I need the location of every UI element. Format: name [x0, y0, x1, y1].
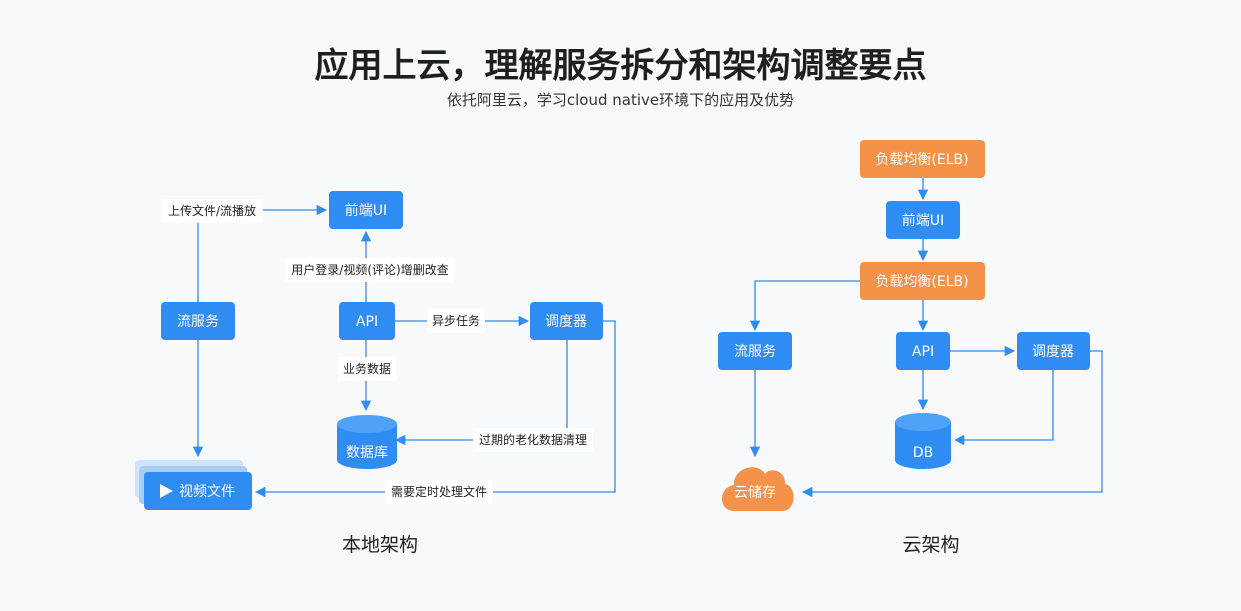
cloud-api-box: API: [896, 332, 950, 370]
svg-text:调度器: 调度器: [545, 314, 587, 330]
svg-text:负载均衡(ELB): 负载均衡(ELB): [875, 152, 968, 168]
local-frontend-box: 前端UI: [329, 191, 403, 229]
cloud-storage-icon: 云储存: [722, 467, 794, 511]
svg-text:API: API: [912, 344, 934, 360]
svg-text:需要定时处理文件: 需要定时处理文件: [391, 484, 487, 499]
local-api-box: API: [339, 302, 395, 340]
cloud-db-cylinder: DB: [895, 413, 951, 469]
local-database-cylinder: 数据库: [337, 415, 397, 469]
local-label-business: 业务数据: [337, 357, 397, 381]
cloud-elb-mid-box: 负载均衡(ELB): [860, 262, 985, 300]
svg-text:流服务: 流服务: [734, 344, 776, 360]
edge-scheduler-to-database: [394, 340, 568, 446]
local-label-scheduled: 需要定时处理文件: [385, 480, 493, 504]
cloud-connectors: [749, 177, 1103, 498]
edge-elb-to-stream: [749, 280, 860, 332]
svg-text:异步任务: 异步任务: [432, 313, 480, 328]
cloud-elb-top-box: 负载均衡(ELB): [860, 140, 985, 178]
local-label-async: 异步任务: [427, 309, 485, 333]
svg-text:前端UI: 前端UI: [902, 212, 944, 229]
svg-text:云储存: 云储存: [734, 485, 776, 501]
svg-text:上传文件/流播放: 上传文件/流播放: [168, 203, 256, 218]
edge-scheduler-to-video: [254, 320, 616, 498]
svg-text:数据库: 数据库: [346, 445, 388, 461]
svg-text:用户登录/视频(评论)增删改查: 用户登录/视频(评论)增删改查: [291, 262, 448, 277]
page-title: 应用上云，理解服务拆分和架构调整要点: [314, 46, 927, 86]
page-subtitle: 依托阿里云，学习cloud native环境下的应用及优势: [446, 91, 795, 109]
local-label-upload: 上传文件/流播放: [161, 199, 263, 223]
edge-scheduler-to-db: [953, 370, 1054, 446]
edge-scheduler-to-storage: [801, 350, 1103, 498]
svg-text:视频文件: 视频文件: [179, 484, 235, 500]
cloud-architecture-caption: 云架构: [902, 534, 960, 556]
play-icon: [160, 484, 173, 498]
svg-text:API: API: [356, 314, 378, 330]
svg-text:负载均衡(ELB): 负载均衡(ELB): [875, 274, 968, 290]
svg-text:前端UI: 前端UI: [345, 202, 387, 219]
cloud-scheduler-box: 调度器: [1017, 332, 1090, 370]
local-video-files: 视频文件: [135, 460, 252, 510]
local-label-cleanup: 过期的老化数据清理: [473, 428, 593, 452]
cloud-stream-box: 流服务: [718, 332, 792, 370]
local-label-user-ops: 用户登录/视频(评论)增删改查: [285, 258, 455, 282]
svg-text:调度器: 调度器: [1032, 344, 1074, 360]
svg-text:DB: DB: [913, 445, 933, 461]
svg-text:流服务: 流服务: [177, 314, 219, 330]
svg-text:过期的老化数据清理: 过期的老化数据清理: [479, 432, 587, 447]
local-architecture-caption: 本地架构: [341, 534, 418, 556]
svg-text:业务数据: 业务数据: [343, 361, 391, 376]
local-scheduler-box: 调度器: [530, 302, 603, 340]
local-stream-box: 流服务: [161, 302, 235, 340]
cloud-frontend-box: 前端UI: [886, 201, 960, 239]
